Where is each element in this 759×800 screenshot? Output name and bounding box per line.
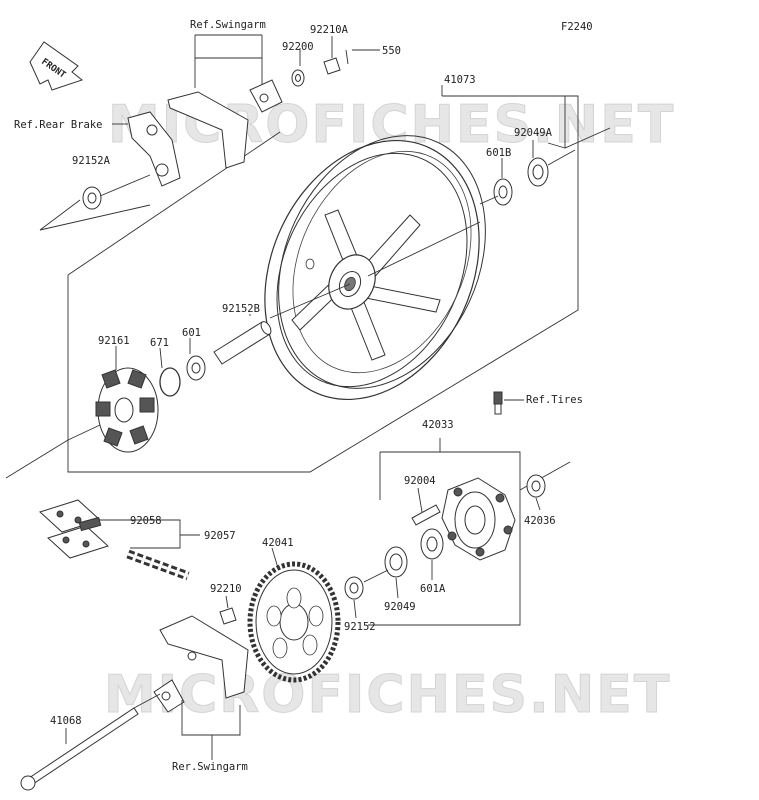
drive-chain-92057 (126, 549, 190, 581)
label-92049: 92049 (384, 601, 416, 613)
rear-brake-caliper-bracket (112, 111, 181, 187)
nut-92210A (323, 57, 341, 75)
label-601B: 601B (486, 147, 511, 159)
cotter-pin-550 (345, 49, 349, 65)
frame-line (547, 142, 566, 149)
label-41068: 41068 (50, 715, 82, 727)
label-92210A: 92210A (310, 24, 349, 36)
label-ref-swingarm: Ref.Swingarm (190, 19, 266, 31)
watermark-bottom: MICROFICHES.NET (104, 665, 671, 725)
frame-line (39, 204, 151, 231)
sprocket-coupling-42033 (441, 477, 516, 561)
label-92152B: 92152B (222, 303, 260, 315)
label-42033: 42033 (422, 419, 454, 431)
label-601: 601 (182, 327, 201, 339)
label-ref-rear-brake: Ref.Rear Brake (14, 119, 103, 131)
label-41073: 41073 (444, 74, 476, 86)
label-92200: 92200 (282, 41, 314, 53)
rear-axle-41068 (20, 707, 139, 791)
label-92152A: 92152A (72, 155, 111, 167)
diagram-code: F2240 (561, 21, 593, 33)
label-92057: 92057 (204, 530, 236, 542)
label-92049A: 92049A (514, 127, 553, 139)
label-42036: 42036 (524, 515, 556, 527)
rear-sprocket-42041 (247, 547, 341, 683)
label-92058: 92058 (130, 515, 162, 527)
wheel-frame (67, 95, 579, 473)
master-link-92058 (39, 499, 109, 559)
frame-line (39, 199, 81, 231)
hub-damper-92161 (95, 346, 159, 453)
spacer-92152B (213, 314, 272, 365)
o-ring-671 (159, 367, 181, 397)
upper-swingarm-bracket (167, 34, 283, 169)
frame-line (67, 424, 101, 441)
label-92161: 92161 (98, 335, 130, 347)
label-550: 550 (382, 45, 401, 57)
label-601A: 601A (420, 583, 446, 595)
stud-92004 (411, 504, 441, 526)
sprocket-hub-frame (368, 451, 521, 626)
label-92210: 92210 (210, 583, 242, 595)
front-arrow-icon: FRONT (29, 41, 84, 91)
rear-wheel-41073 (264, 135, 486, 401)
frame-line (5, 439, 69, 479)
label-ref-tires: Ref.Tires (526, 394, 583, 406)
label-92152: 92152 (344, 621, 376, 633)
tire-valve-icon (493, 391, 524, 415)
label-rer-swingarm: Rer.Swingarm (172, 761, 248, 773)
lower-swingarm-bracket (133, 615, 249, 760)
nut-92210 (219, 607, 237, 625)
label-42041: 42041 (262, 537, 294, 549)
label-92004: 92004 (404, 475, 436, 487)
label-671: 671 (150, 337, 169, 349)
